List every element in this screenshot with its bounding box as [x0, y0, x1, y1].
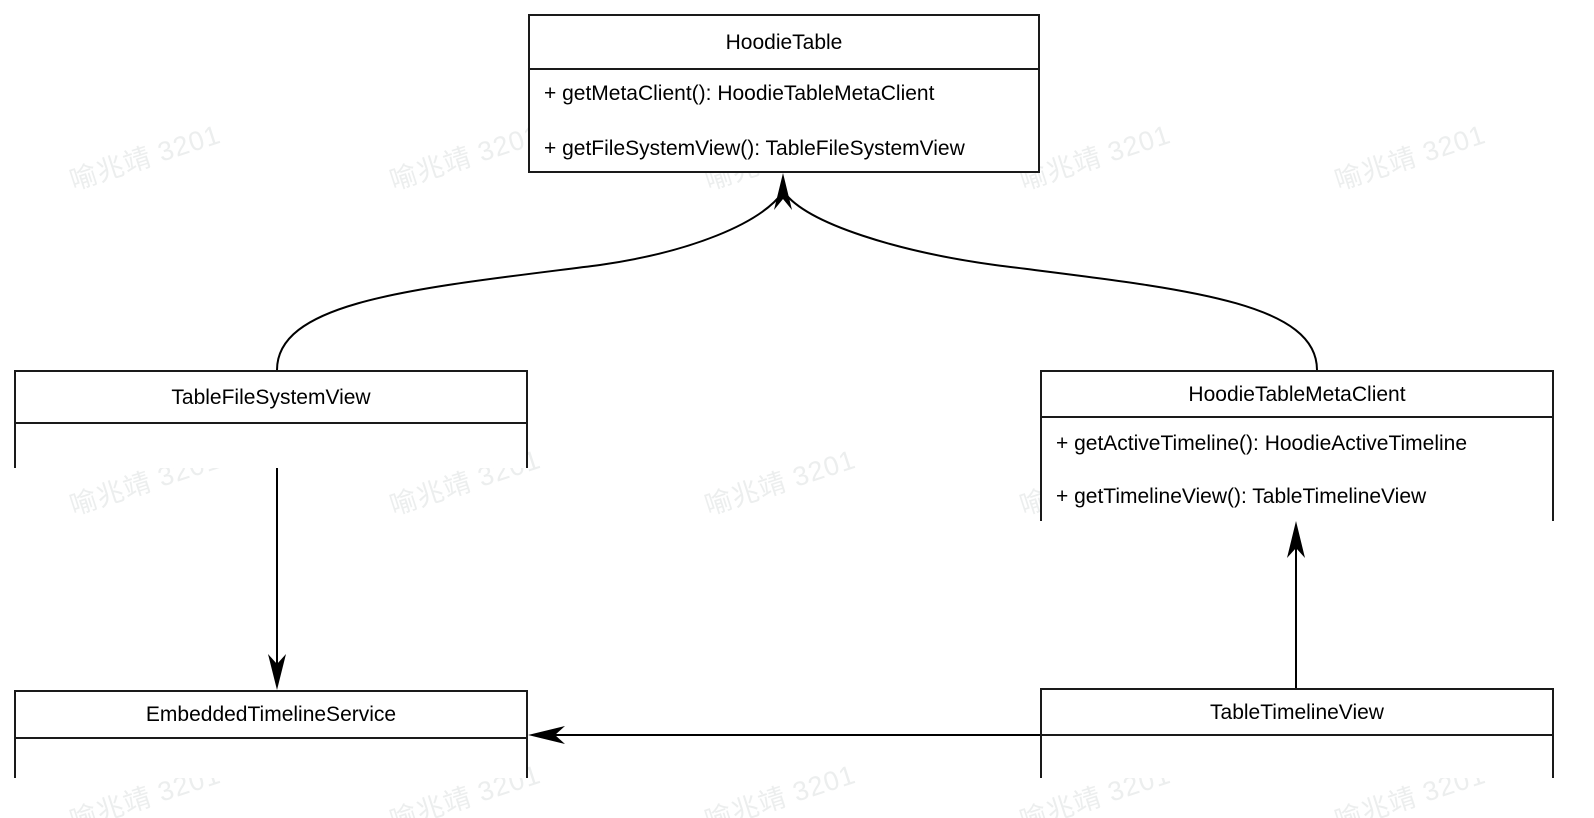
class-members-hoodie-table-meta-client: + getActiveTimeline(): HoodieActiveTimel… — [1042, 418, 1552, 521]
arrowhead-icon — [774, 173, 792, 210]
class-title-hoodie-table: HoodieTable — [530, 16, 1038, 70]
class-member: + getActiveTimeline(): HoodieActiveTimel… — [1056, 431, 1468, 455]
class-member: + getMetaClient(): HoodieTableMetaClient — [544, 81, 935, 105]
class-title-hoodie-table-meta-client: HoodieTableMetaClient — [1042, 372, 1552, 418]
class-members-table-file-system-view — [16, 424, 526, 468]
class-box-table-timeline-view[interactable]: TableTimelineView — [1040, 688, 1554, 778]
watermark-text: 喻兆靖 3201 — [66, 119, 225, 197]
watermark-text: 喻兆靖 3201 — [1331, 119, 1490, 197]
watermark-text: 喻兆靖 3201 — [386, 119, 545, 197]
class-box-table-file-system-view[interactable]: TableFileSystemView — [14, 370, 528, 468]
arrowhead-icon — [1287, 521, 1305, 558]
arrowhead-icon — [268, 654, 286, 690]
connector-fsview-to-hoodietable — [276, 173, 792, 371]
class-member: + getFileSystemView(): TableFileSystemVi… — [544, 136, 965, 160]
class-title-table-file-system-view: TableFileSystemView — [16, 372, 526, 424]
connector-tabletimelineview-to-embeddedtimelineservice — [528, 726, 1040, 744]
watermark-text: 喻兆靖 3201 — [701, 759, 860, 818]
watermark-text: 喻兆靖 3201 — [701, 444, 860, 522]
connector-metaclient-to-hoodietable — [783, 191, 1318, 371]
class-members-hoodie-table: + getMetaClient(): HoodieTableMetaClient… — [530, 70, 1038, 171]
connector-fsview-to-embeddedtimelineservice — [268, 468, 286, 690]
class-title-embedded-timeline-service: EmbeddedTimelineService — [16, 692, 526, 739]
connector-tabletimelineview-to-metaclient — [1287, 521, 1305, 688]
class-member: + getTimelineView(): TableTimelineView — [1056, 484, 1427, 508]
class-members-table-timeline-view — [1042, 736, 1552, 778]
class-title-table-timeline-view: TableTimelineView — [1042, 690, 1552, 736]
class-box-embedded-timeline-service[interactable]: EmbeddedTimelineService — [14, 690, 528, 778]
class-box-hoodie-table[interactable]: HoodieTable + getMetaClient(): HoodieTab… — [528, 14, 1040, 173]
arrowhead-icon — [528, 726, 565, 744]
class-members-embedded-timeline-service — [16, 739, 526, 778]
class-box-hoodie-table-meta-client[interactable]: HoodieTableMetaClient + getActiveTimelin… — [1040, 370, 1554, 521]
